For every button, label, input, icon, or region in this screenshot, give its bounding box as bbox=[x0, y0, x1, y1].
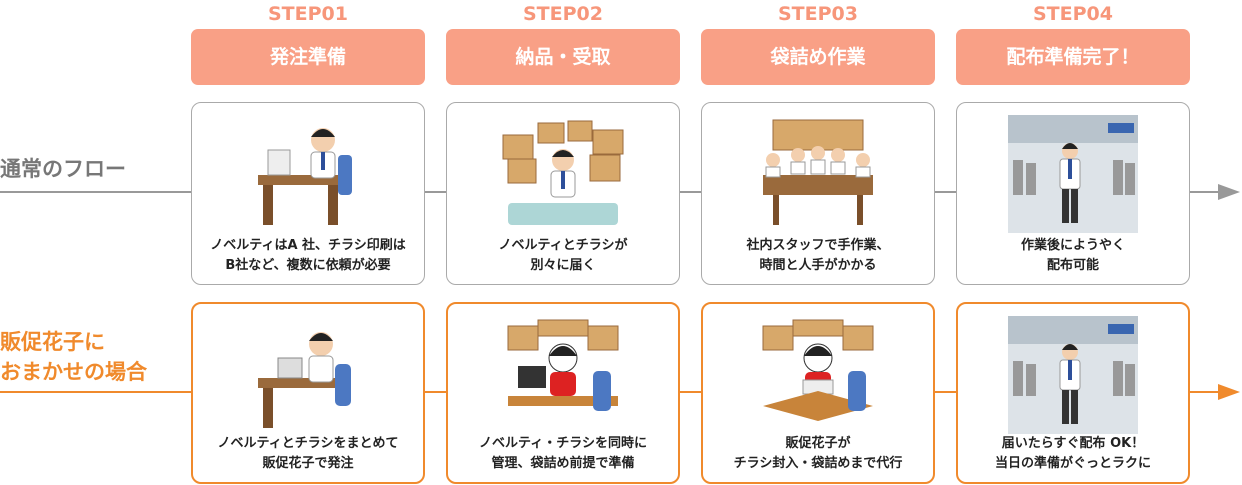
step-1: STEP01 発注準備 bbox=[191, 0, 425, 85]
card-caption: 社内スタッフで手作業、時間と人手がかかる bbox=[702, 236, 934, 276]
step-title: 配布準備完了！ bbox=[956, 29, 1190, 85]
caption-line1: 社内スタッフで手作業、 bbox=[746, 238, 890, 253]
normal-card-step1: ノベルティはA 社、チラシ印刷は B社など、複数に依頼が必要 bbox=[191, 102, 425, 285]
step-3: STEP03 袋詰め作業 bbox=[701, 0, 935, 85]
caption-line2: 当日の準備がぐっとラクに bbox=[994, 456, 1151, 471]
card-caption: ノベルティとチラシが別々に届く bbox=[447, 236, 679, 276]
illustration-icon bbox=[1008, 115, 1138, 233]
card-caption: 届いたらすぐ配布 OK！ 当日の準備がぐっとラクに bbox=[958, 434, 1188, 474]
step-number: STEP02 bbox=[523, 3, 603, 25]
caption-line1: 届いたらすぐ配布 OK！ bbox=[1001, 436, 1145, 451]
hanako-card-step4: 届いたらすぐ配布 OK！ 当日の準備がぐっとラクに bbox=[956, 302, 1190, 484]
illustration-icon bbox=[1008, 316, 1138, 434]
hanako-card-step1: ノベルティとチラシをまとめて販促花子で発注 bbox=[191, 302, 425, 484]
caption-line2: 管理、袋詰め前提で準備 bbox=[491, 456, 635, 471]
hanako-label-line2: おまかせの場合 bbox=[0, 360, 147, 384]
caption-line2: 時間と人手がかかる bbox=[759, 258, 877, 273]
normal-flow-arrow-icon bbox=[1218, 184, 1240, 200]
step-title: 発注準備 bbox=[191, 29, 425, 85]
normal-card-step4: 作業後にようやく配布可能 bbox=[956, 102, 1190, 285]
step-title: 納品・受取 bbox=[446, 29, 680, 85]
caption-line2: 販促花子で発注 bbox=[262, 456, 354, 471]
card-caption: ノベルティとチラシをまとめて販促花子で発注 bbox=[193, 434, 423, 474]
normal-card-step3: 社内スタッフで手作業、時間と人手がかかる bbox=[701, 102, 935, 285]
caption-line1: ノベルティはA 社、チラシ印刷は bbox=[210, 238, 406, 253]
caption-line1: 販促花子が bbox=[785, 436, 851, 451]
card-caption: ノベルティ・チラシを同時に管理、袋詰め前提で準備 bbox=[448, 434, 678, 474]
illustration-icon bbox=[753, 115, 883, 233]
normal-card-step2: ノベルティとチラシが別々に届く bbox=[446, 102, 680, 285]
illustration-icon bbox=[498, 115, 628, 233]
caption-line1: 作業後にようやく bbox=[1020, 238, 1125, 253]
step-number: STEP04 bbox=[1033, 3, 1113, 25]
step-2: STEP02 納品・受取 bbox=[446, 0, 680, 85]
hanako-card-step3: 販促花子がチラシ封入・袋詰めまで代行 bbox=[701, 302, 935, 484]
step-number: STEP01 bbox=[268, 3, 348, 25]
caption-line2: 配布可能 bbox=[1046, 258, 1099, 273]
hanako-card-step2: ノベルティ・チラシを同時に管理、袋詰め前提で準備 bbox=[446, 302, 680, 484]
hanako-flow-label: 販促花子に おまかせの場合 bbox=[0, 327, 153, 387]
card-caption: 販促花子がチラシ封入・袋詰めまで代行 bbox=[703, 434, 933, 474]
caption-line2: チラシ封入・袋詰めまで代行 bbox=[733, 456, 903, 471]
caption-line2: 別々に届く bbox=[530, 258, 596, 273]
illustration-icon bbox=[498, 316, 628, 434]
illustration-icon bbox=[243, 115, 373, 233]
caption-line1: ノベルティとチラシが bbox=[498, 238, 628, 253]
hanako-flow-arrow-icon bbox=[1218, 384, 1240, 400]
illustration-icon bbox=[243, 316, 373, 434]
caption-line2: B社など、複数に依頼が必要 bbox=[225, 258, 391, 273]
step-number: STEP03 bbox=[778, 3, 858, 25]
step-title: 袋詰め作業 bbox=[701, 29, 935, 85]
card-caption: ノベルティはA 社、チラシ印刷は B社など、複数に依頼が必要 bbox=[192, 236, 424, 276]
caption-line1: ノベルティ・チラシを同時に bbox=[479, 436, 647, 451]
step-4: STEP04 配布準備完了！ bbox=[956, 0, 1190, 85]
hanako-label-line1: 販促花子に bbox=[0, 330, 105, 354]
normal-flow-label: 通常のフロー bbox=[0, 154, 132, 184]
caption-line1: ノベルティとチラシをまとめて bbox=[217, 436, 399, 451]
illustration-icon bbox=[753, 316, 883, 434]
card-caption: 作業後にようやく配布可能 bbox=[957, 236, 1189, 276]
